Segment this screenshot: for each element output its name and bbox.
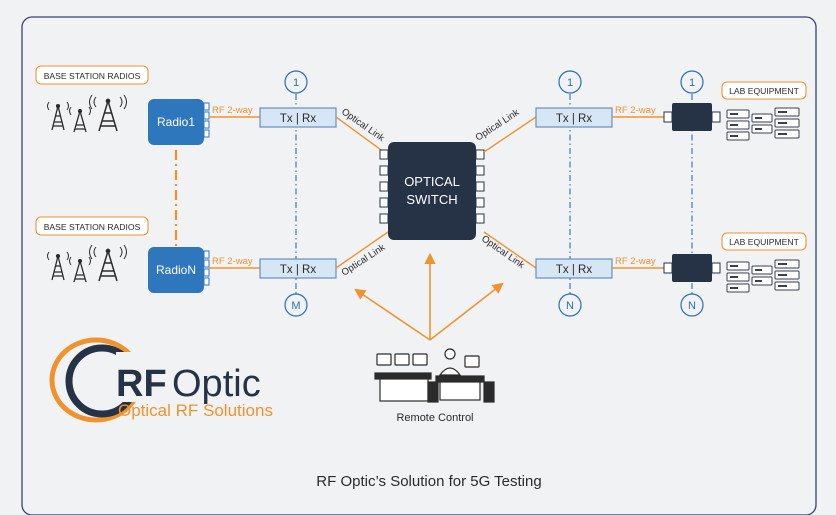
radio-n-label: RadioN	[156, 263, 196, 277]
optical-switch: OPTICAL SWITCH	[379, 142, 485, 240]
port-index-1-right	[558, 70, 582, 94]
radio-n-box: RadioN	[148, 247, 210, 293]
tower-icon	[89, 94, 127, 132]
remote-control-label: Remote Control	[396, 412, 473, 424]
base-station-label-top-text: BASE STATION RADIOS	[44, 71, 141, 81]
server-rack-lights	[730, 263, 787, 289]
lab-equipment-label-top: LAB EQUIPMENT	[721, 81, 807, 100]
tx-rx-right-bottom-label: Tx | Rx	[556, 264, 592, 276]
optical-link-left-bottom	[335, 231, 389, 269]
rf-link-right-top-label: RF 2-way	[615, 105, 656, 116]
tower-icon	[47, 251, 69, 281]
tx-rx-box-left-bottom: Tx | Rx	[259, 258, 337, 279]
base-station-label-top: BASE STATION RADIOS	[35, 65, 149, 85]
logo-brand-rf: RF	[116, 363, 167, 405]
tx-rx-box-left-top: Tx | Rx	[259, 107, 337, 128]
radio-1-box: Radio1	[148, 99, 210, 145]
logo-tagline: Optical RF Solutions	[118, 401, 273, 420]
remote-control-arrows	[354, 252, 504, 341]
port-index-1-left-text: 1	[293, 77, 299, 89]
rf-link-left-bottom-label: RF 2-way	[212, 256, 253, 267]
outer-frame	[21, 16, 817, 515]
diagram-caption: RF Optic’s Solution for 5G Testing	[316, 473, 541, 490]
port-index-n-lab	[680, 293, 704, 317]
port-index-n-lab-text: N	[688, 300, 696, 312]
optical-link-left-top	[335, 116, 389, 156]
lab-equipment-label-bottom: LAB EQUIPMENT	[721, 232, 807, 251]
port-index-n-right	[558, 293, 582, 317]
tx-rx-left-top-label: Tx | Rx	[280, 113, 316, 125]
optical-switch-label-1: OPTICAL	[404, 174, 460, 189]
rfoptic-logo-mark	[49, 337, 146, 423]
optical-link-right-bottom	[483, 231, 537, 269]
optical-switch-label-2: SWITCH	[406, 192, 457, 207]
tx-rx-left-bottom-label: Tx | Rx	[280, 264, 316, 276]
port-index-m-text: M	[291, 300, 300, 312]
server-rack-lights	[730, 111, 787, 137]
tower-icon	[89, 244, 127, 282]
rf-link-left-top-label: RF 2-way	[212, 105, 253, 116]
rf-link-right-bottom-label: RF 2-way	[615, 256, 656, 267]
rfoptic-logo: RF Optic Optical RF Solutions	[49, 337, 273, 423]
tx-rx-box-right-bottom: Tx | Rx	[535, 258, 613, 279]
base-station-label-bottom: BASE STATION RADIOS	[35, 216, 149, 236]
port-index-m	[284, 293, 308, 317]
optical-link-right-top	[483, 116, 537, 153]
logo-brand-optic: Optic	[172, 363, 261, 405]
lab-interface-device-bottom	[663, 254, 721, 282]
base-station-label-bottom-text: BASE STATION RADIOS	[44, 222, 141, 232]
port-index-1-right-text: 1	[567, 77, 573, 89]
tx-rx-right-top-label: Tx | Rx	[556, 113, 592, 125]
port-index-n-right-text: N	[566, 300, 574, 312]
port-index-1-left	[284, 70, 308, 94]
radio-1-label: Radio1	[157, 115, 195, 129]
tx-rx-box-right-top: Tx | Rx	[535, 107, 613, 128]
lab-equipment-label-bottom-text: LAB EQUIPMENT	[729, 237, 799, 247]
port-index-1-lab	[680, 70, 704, 94]
port-index-1-lab-text: 1	[689, 77, 695, 89]
operator-workstation-icon	[374, 348, 495, 403]
tower-icon	[69, 256, 91, 283]
lab-equipment-label-top-text: LAB EQUIPMENT	[729, 86, 799, 96]
tower-icon	[47, 101, 69, 131]
tower-icon	[69, 106, 91, 133]
lab-interface-device-top	[663, 103, 721, 131]
